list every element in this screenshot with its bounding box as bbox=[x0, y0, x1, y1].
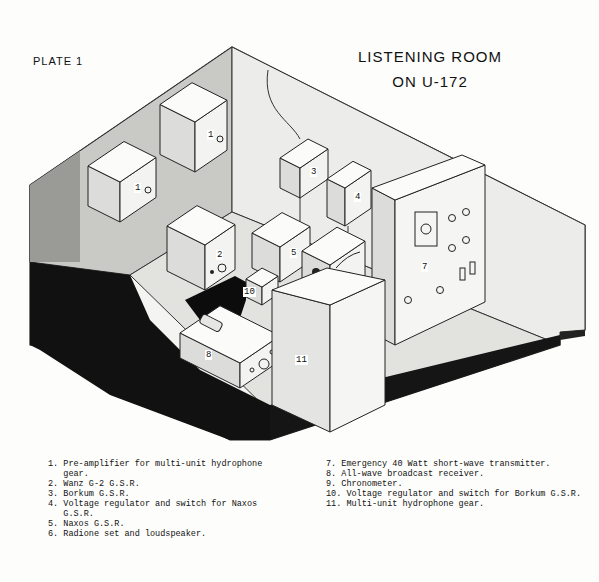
callout-number: 1 bbox=[207, 130, 214, 140]
callout-number: 5 bbox=[290, 248, 297, 258]
key-entry: 9. Chronometer. bbox=[326, 479, 594, 489]
key-entry: 10. Voltage regulator and switch for Bor… bbox=[326, 489, 594, 499]
key-entry: 4. Voltage regulator and switch for Naxo… bbox=[48, 499, 280, 519]
key-entry: 3. Borkum G.S.R. bbox=[48, 489, 280, 499]
callout-number: 11 bbox=[295, 355, 308, 365]
callout-number: 1 bbox=[134, 183, 141, 193]
key-entry: 6. Radione set and loudspeaker. bbox=[48, 529, 280, 539]
callout-number: 3 bbox=[310, 167, 317, 177]
callout-number: 4 bbox=[354, 192, 361, 202]
key-entry: 8. All-wave broadcast receiver. bbox=[326, 469, 594, 479]
key-entry: 11. Multi-unit hydrophone gear. bbox=[326, 499, 594, 509]
callout-number: 2 bbox=[216, 250, 223, 260]
callout-number: 7 bbox=[421, 262, 428, 272]
plate-number: PLATE 1 bbox=[33, 55, 83, 67]
callout-number: 10 bbox=[243, 287, 256, 297]
key-entry: 7. Emergency 40 Watt short-wave transmit… bbox=[326, 459, 594, 469]
key-entry: 5. Naxos G.S.R. bbox=[48, 519, 280, 529]
key-column: 1. Pre-amplifier for multi-unit hydropho… bbox=[48, 459, 280, 539]
diagram-title: LISTENING ROOM ON U-172 bbox=[345, 44, 515, 94]
key-entry: 1. Pre-amplifier for multi-unit hydropho… bbox=[48, 459, 280, 479]
key-entry: 2. Wanz G-2 G.S.R. bbox=[48, 479, 280, 489]
key-column: 7. Emergency 40 Watt short-wave transmit… bbox=[326, 459, 594, 509]
callout-number: 8 bbox=[205, 350, 212, 360]
